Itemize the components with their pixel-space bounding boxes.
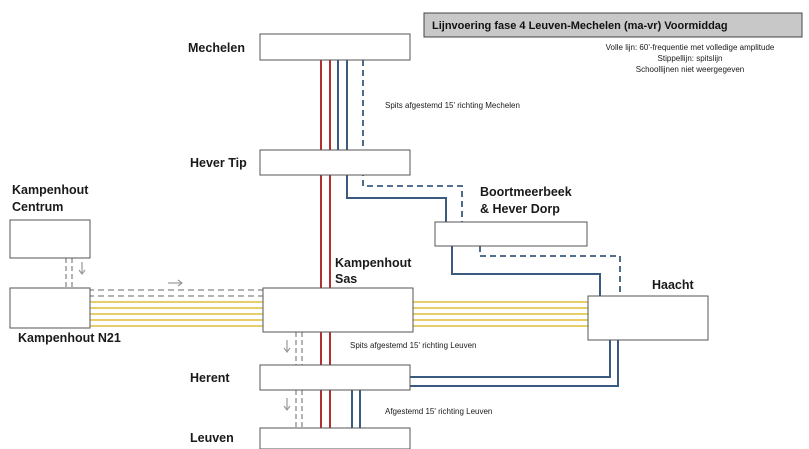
grey-dashed-vertical xyxy=(295,332,303,428)
title-box xyxy=(423,12,803,38)
stop-label-boortmeerbeek: Boortmeerbeek xyxy=(480,185,572,199)
arrow-down-icon xyxy=(78,262,86,275)
stop-label-kampenhout-sas: Sas xyxy=(335,272,357,286)
stop-label-hever-tip: Hever Tip xyxy=(190,156,247,170)
stop-box-hever-tip xyxy=(259,149,411,176)
blue-dashed-lines xyxy=(362,60,621,296)
arrow-down-icon xyxy=(283,340,291,353)
grey-dashed-centrum xyxy=(65,258,73,288)
stop-box-kampenhout-sas xyxy=(262,287,414,333)
legend-dashed-line: Stippellijn: spitslijn xyxy=(658,54,723,63)
legend-school-lines: Schoollijnen niet weergegeven xyxy=(636,65,745,74)
grey-dashed-horizontal xyxy=(88,289,265,297)
stop-label-kampenhout-centrum: Centrum xyxy=(12,200,63,214)
stop-label-mechelen: Mechelen xyxy=(188,41,245,55)
stop-box-herent xyxy=(259,364,411,391)
stop-box-haacht xyxy=(587,295,709,341)
stop-box-kampenhout-centrum xyxy=(9,219,91,259)
stop-box-kampenhout-n21 xyxy=(9,287,91,329)
stop-box-mechelen xyxy=(259,33,411,61)
stop-box-leuven xyxy=(259,427,411,449)
note-afgestemd-leuven: Afgestemd 15' richting Leuven xyxy=(385,407,492,416)
arrow-right-icon xyxy=(168,279,183,287)
note-spits-mechelen: Spits afgestemd 15' richting Mechelen xyxy=(385,101,520,110)
stop-box-boortmeerbeek xyxy=(434,221,588,247)
stop-label-kampenhout-sas: Kampenhout xyxy=(335,256,412,270)
blue-haacht-lines xyxy=(410,246,619,387)
stop-label-leuven: Leuven xyxy=(190,431,234,445)
arrow-down-icon xyxy=(283,398,291,411)
stop-label-herent: Herent xyxy=(190,371,230,385)
stop-label-kampenhout-n21: Kampenhout N21 xyxy=(18,331,121,345)
stop-label-kampenhout-centrum: Kampenhout xyxy=(12,183,89,197)
stop-label-boortmeerbeek: & Hever Dorp xyxy=(480,202,560,216)
note-spits-leuven: Spits afgestemd 15' richting Leuven xyxy=(350,341,477,350)
legend-full-line: Volle lijn: 60'-frequentie met volledige… xyxy=(606,43,775,52)
stop-label-haacht: Haacht xyxy=(652,278,695,292)
diagram-title: Lijnvoering fase 4 Leuven-Mechelen (ma-v… xyxy=(432,20,728,32)
